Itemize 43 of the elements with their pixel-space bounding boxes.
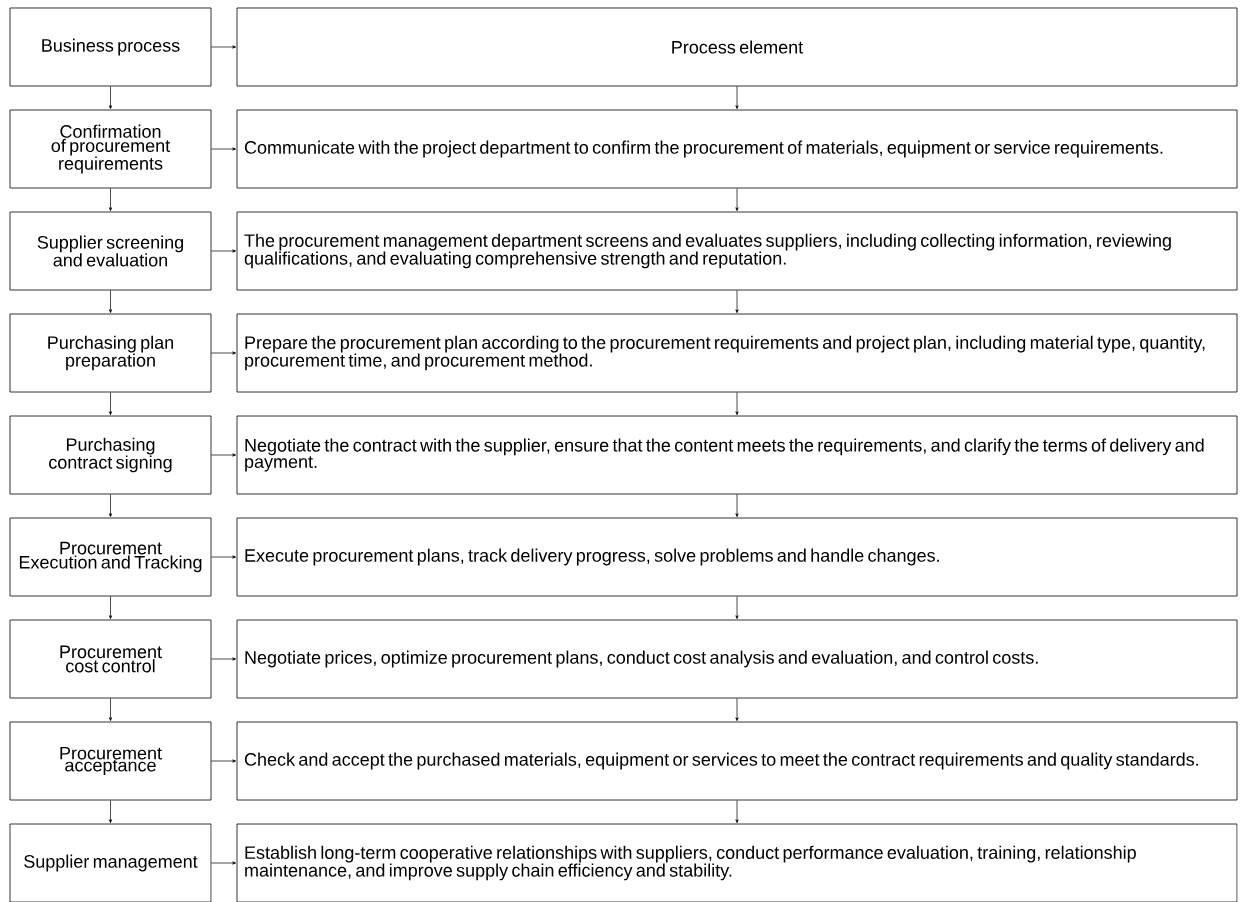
- arrow: [735, 290, 739, 313]
- process-box: Prepare the procurement plan according to the procurement requirements and project plan, including material type, quantity, procurement time, and procurement method.: [236, 313, 1238, 393]
- arrow: [735, 392, 739, 415]
- step-box: Supplier management: [9, 823, 212, 902]
- step-box: Procurement acceptance: [9, 721, 212, 801]
- arrow: [211, 657, 236, 661]
- process-box: Communicate with the project department to confirm the procurement of materials, equipment or service requirements.: [236, 109, 1238, 189]
- arrow: [211, 453, 236, 457]
- step-box: Procurement cost control: [9, 619, 212, 699]
- arrow: [108, 290, 113, 313]
- process-box: The procurement management department screens and evaluates suppliers, including collecting information, reviewing qualifications, and evaluating comprehensive strength and reputation.: [236, 211, 1238, 291]
- arrow: [211, 555, 236, 559]
- arrow: [108, 800, 113, 823]
- arrow: [108, 392, 113, 415]
- arrow: [211, 45, 236, 49]
- process-box: Negotiate the contract with the supplier, ensure that the content meets the requirements, and clarify the terms of delivery and payment.: [236, 415, 1238, 495]
- step-box: Business process: [9, 7, 212, 87]
- arrow: [735, 494, 739, 517]
- step-box: Purchasing contract signing: [9, 415, 212, 495]
- arrow: [108, 494, 113, 517]
- step-box: Procurement Execution and Tracking: [9, 517, 212, 597]
- arrow: [735, 698, 739, 721]
- arrow: [211, 861, 236, 865]
- process-box: Negotiate prices, optimize procurement plans, conduct cost analysis and evaluation, and control costs.: [236, 619, 1238, 699]
- process-box: Execute procurement plans, track delivery progress, solve problems and handle changes.: [236, 517, 1238, 597]
- step-box: Supplier screening and evaluation: [9, 211, 212, 291]
- arrow: [108, 188, 113, 211]
- step-box: Purchasing plan preparation: [9, 313, 212, 393]
- process-box: Establish long-term cooperative relationships with suppliers, conduct performance evaluation, training, relationship maintenance, and improve supply chain efficiency and stability.: [236, 823, 1238, 902]
- arrow: [211, 147, 236, 151]
- arrow: [211, 351, 236, 355]
- arrow: [735, 188, 739, 211]
- arrow: [108, 698, 113, 721]
- arrow: [735, 86, 739, 109]
- arrow: [108, 86, 113, 109]
- arrow: [735, 800, 739, 823]
- arrow: [735, 596, 739, 619]
- process-box: Check and accept the purchased materials, equipment or services to meet the contract requirements and quality standards.: [236, 721, 1238, 801]
- arrow: [211, 759, 236, 763]
- arrow: [211, 249, 236, 253]
- arrow: [108, 596, 113, 619]
- process-box: Process element: [236, 7, 1238, 87]
- step-box: Confirmation of procurement requirements: [9, 109, 212, 189]
